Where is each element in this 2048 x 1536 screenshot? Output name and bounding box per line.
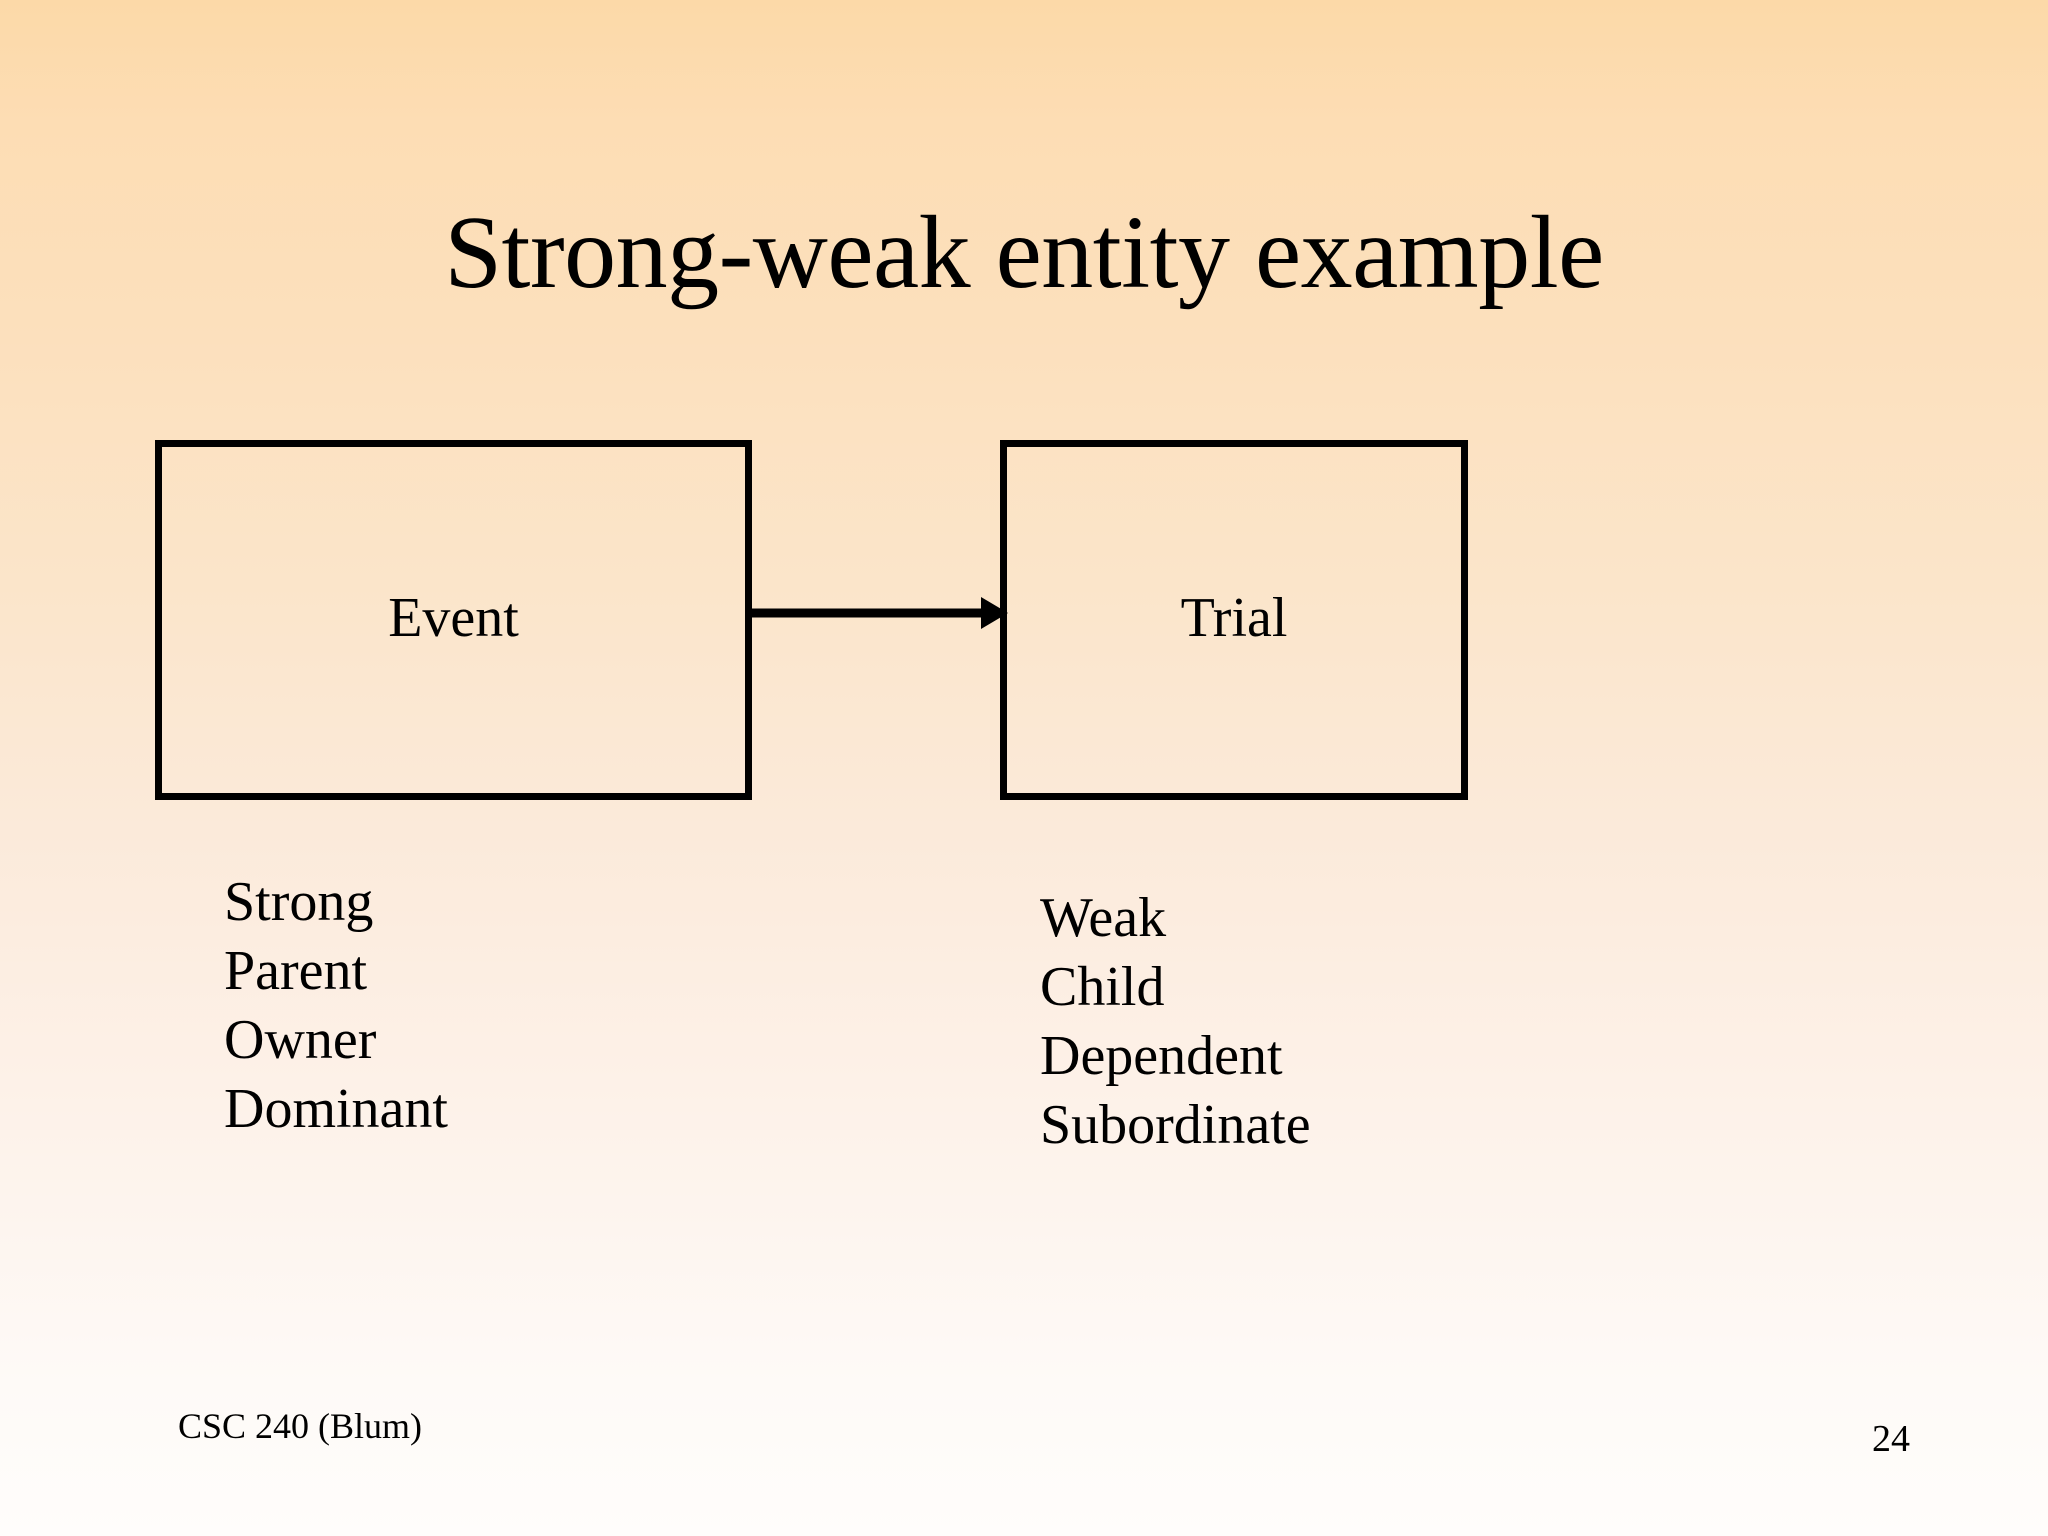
footer-page-number: 24 bbox=[1872, 1418, 1910, 1460]
list-item: Child bbox=[1040, 955, 1165, 1018]
synonym-list-strong: Strong Parent Owner Dominant bbox=[224, 868, 448, 1144]
arrow-svg bbox=[750, 597, 1008, 629]
relationship-arrow-icon bbox=[750, 592, 1008, 634]
entity-box-trial[interactable]: Trial bbox=[1000, 440, 1468, 800]
page-title: Strong-weak entity example bbox=[444, 195, 1604, 310]
list-item: Strong bbox=[224, 871, 374, 933]
list-item: Owner bbox=[224, 1008, 377, 1071]
list-item: Subordinate bbox=[1040, 1093, 1311, 1156]
entity-label-trial: Trial bbox=[1180, 587, 1288, 649]
list-item: Weak bbox=[1040, 887, 1167, 949]
synonym-list-weak: Weak Child Dependent Subordinate bbox=[1040, 884, 1311, 1160]
list-item: Parent bbox=[224, 939, 368, 1002]
footer-course-label: CSC 240 (Blum) bbox=[178, 1406, 423, 1446]
entity-box-event[interactable]: Event bbox=[155, 440, 752, 800]
entity-label-event: Event bbox=[388, 587, 519, 649]
list-item: Dominant bbox=[224, 1077, 448, 1140]
arrow-head bbox=[981, 597, 1008, 629]
list-item: Dependent bbox=[1040, 1024, 1283, 1087]
